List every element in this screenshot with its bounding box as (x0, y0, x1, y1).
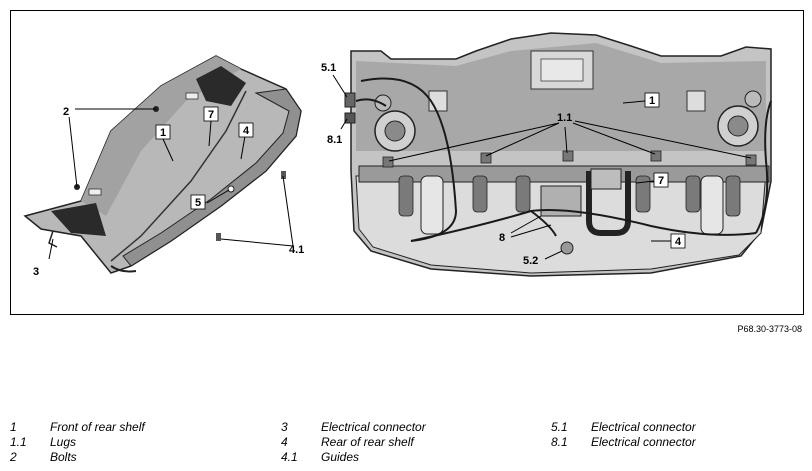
connector-marker-5-1 (344, 92, 356, 108)
lug-markers (382, 150, 757, 168)
callout-8: 8 (499, 232, 505, 244)
left-shelf-vent-bottom (88, 188, 102, 196)
legend-number: 4.1 (281, 450, 298, 464)
left-shelf-rear-lip (122, 88, 302, 267)
hole-marker-5 (227, 185, 235, 193)
callout-2: 2 (63, 106, 69, 118)
legend-text: Rear of rear shelf (321, 435, 414, 449)
cable-harness (355, 77, 772, 242)
callout-4-right: 4 (675, 236, 682, 248)
legend-number: 3 (281, 420, 288, 434)
speaker-left-cone (384, 120, 406, 142)
rib-markers (398, 175, 741, 217)
legend-text: Electrical connector (591, 420, 696, 434)
panel-right (700, 175, 724, 235)
tweeter-right (744, 90, 762, 108)
right-shelf-rear-area (355, 170, 767, 274)
speaker-right-cone (727, 115, 749, 137)
bracket-right (686, 90, 706, 112)
connector-marker-8-1 (344, 112, 356, 124)
left-cable (110, 265, 137, 273)
callout-5-1: 5.1 (321, 62, 336, 74)
left-shelf-inset-top (196, 66, 246, 106)
legend-number: 8.1 (551, 435, 568, 449)
callout-3: 3 (33, 266, 39, 278)
callout-1-left: 1 (160, 127, 166, 139)
right-shelf-front-area (356, 43, 766, 151)
callout-5-2: 5.2 (523, 255, 538, 267)
callout-5: 5 (195, 197, 201, 209)
legend-text: Bolts (50, 450, 77, 464)
left-shelf-seam (110, 90, 247, 262)
callout-7-right: 7 (658, 175, 664, 187)
callouts: 2 7 1 4 5 3 4.1 5.1 8.1 1 1.1 7 8 4 5.2 (33, 62, 686, 278)
connector-marker-3 (48, 230, 58, 248)
guide-marker-2 (216, 233, 221, 241)
left-shelf-front-shade (81, 56, 241, 216)
callout-4-left: 4 (243, 125, 250, 137)
diagram-frame: 2 7 1 4 5 3 4.1 5.1 8.1 1 1.1 7 8 4 5.2 (10, 10, 804, 315)
callout-7-left: 7 (208, 109, 214, 121)
tweeter-left (374, 94, 392, 112)
rear-shelf-illustration: 2 7 1 4 5 3 4.1 5.1 8.1 1 1.1 7 8 4 5.2 (23, 32, 772, 278)
legend-number: 2 (10, 450, 17, 464)
right-leaders (332, 74, 752, 260)
legend-text: Guides (321, 450, 360, 464)
legend-text: Electrical connector (321, 420, 426, 434)
right-shelf-view (332, 32, 772, 277)
callout-1-1: 1.1 (557, 112, 572, 124)
connector-marker-5-2 (560, 241, 574, 255)
center-bracket (590, 168, 622, 190)
left-shelf-view (23, 55, 302, 274)
legend-number: 1 (10, 420, 17, 434)
guide-marker-1 (281, 171, 286, 179)
legend-number: 4 (281, 435, 288, 449)
legend-text: Front of rear shelf (50, 420, 145, 434)
callout-4-1: 4.1 (289, 244, 304, 256)
panel-left (420, 175, 444, 235)
legend-text: Lugs (50, 435, 77, 449)
legend-text: Electrical connector (591, 435, 696, 449)
left-shelf-inset-bottom (51, 203, 106, 236)
left-shelf-vent-top (185, 92, 199, 100)
callout-1-right: 1 (649, 95, 655, 107)
left-leaders (48, 108, 294, 260)
center-plate-inner (540, 58, 584, 82)
callout-8-1: 8.1 (327, 134, 342, 146)
legend-number: 1.1 (10, 435, 27, 449)
center-u-frame (586, 171, 631, 236)
figure-code: P68.30-3773-08 (737, 324, 802, 334)
legend-number: 5.1 (551, 420, 568, 434)
